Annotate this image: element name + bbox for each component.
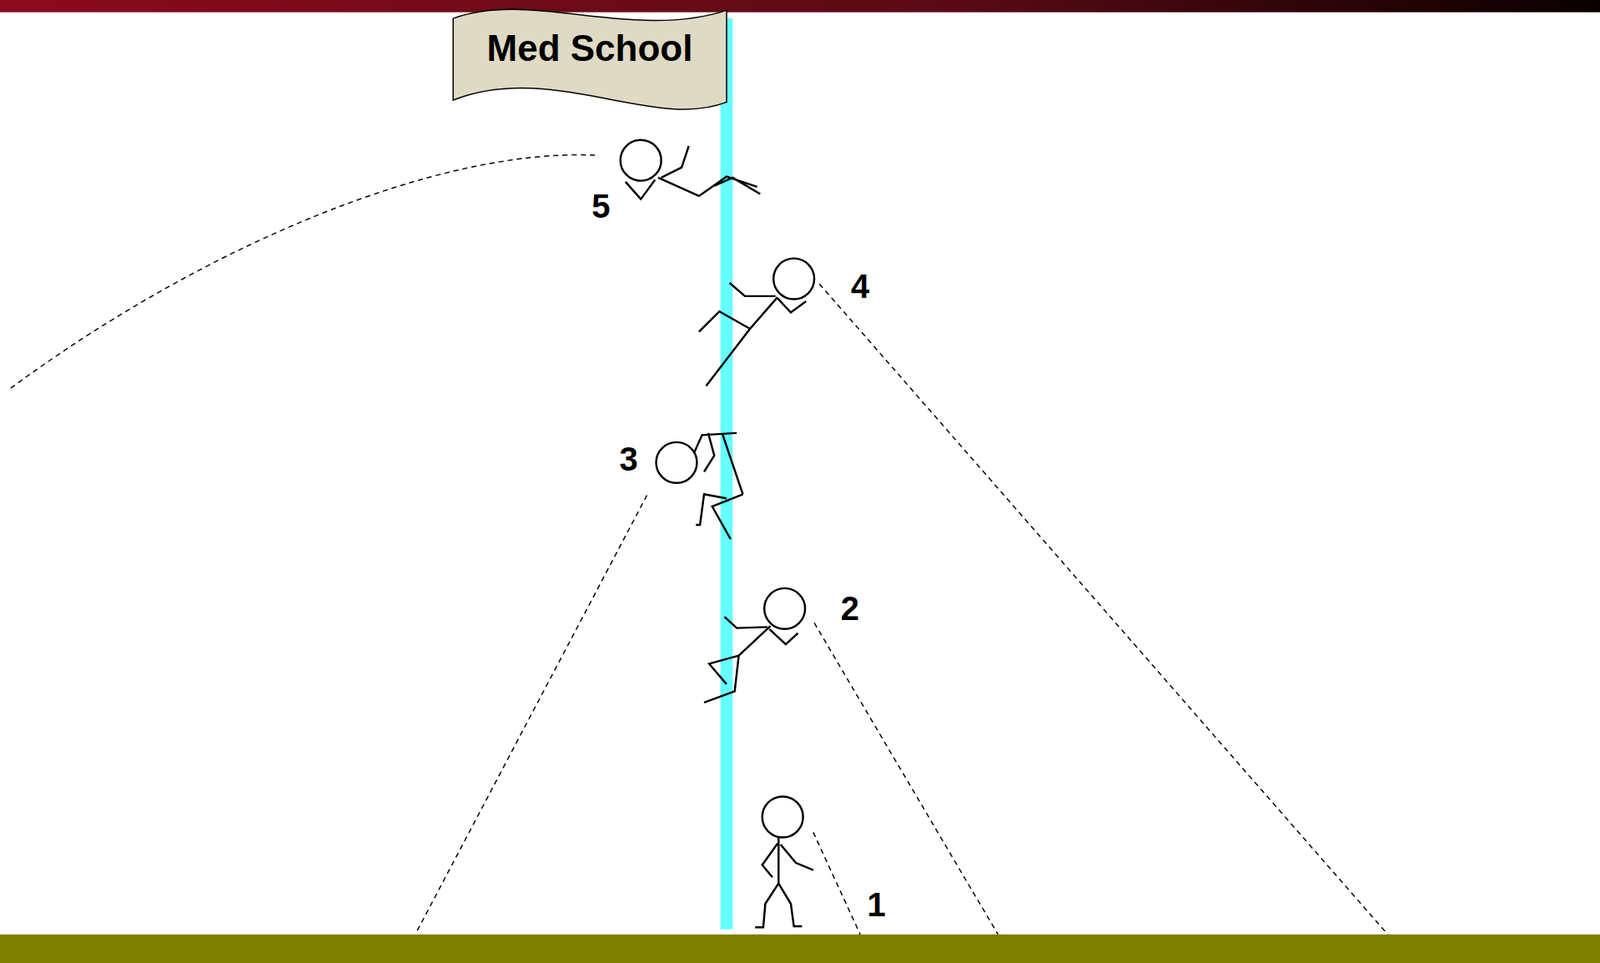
dashed-line <box>8 155 595 391</box>
callout-number: 2 <box>840 591 860 625</box>
banner-flag: Med School <box>452 4 728 102</box>
top-bar <box>0 0 1600 13</box>
stick-figure <box>754 796 814 928</box>
callout-number: 1 <box>867 887 886 921</box>
dashed-line <box>416 495 647 933</box>
callout-number: 4 <box>850 269 870 303</box>
stick-figure <box>620 140 761 200</box>
stick-figure <box>699 258 815 387</box>
stick-figure <box>704 588 806 703</box>
trajectory-lines <box>8 155 1389 935</box>
ground-bar <box>0 934 1600 963</box>
stick-figure <box>656 432 744 539</box>
banner-shape <box>452 9 727 110</box>
dashed-line <box>813 831 861 934</box>
stick-figures <box>620 140 815 928</box>
climbing-pole <box>720 18 734 930</box>
callout-number: 5 <box>591 189 610 223</box>
banner-title: Med School <box>487 27 694 70</box>
dashed-line <box>819 283 1388 935</box>
dashed-line <box>814 622 998 934</box>
callout-number: 3 <box>618 442 638 476</box>
